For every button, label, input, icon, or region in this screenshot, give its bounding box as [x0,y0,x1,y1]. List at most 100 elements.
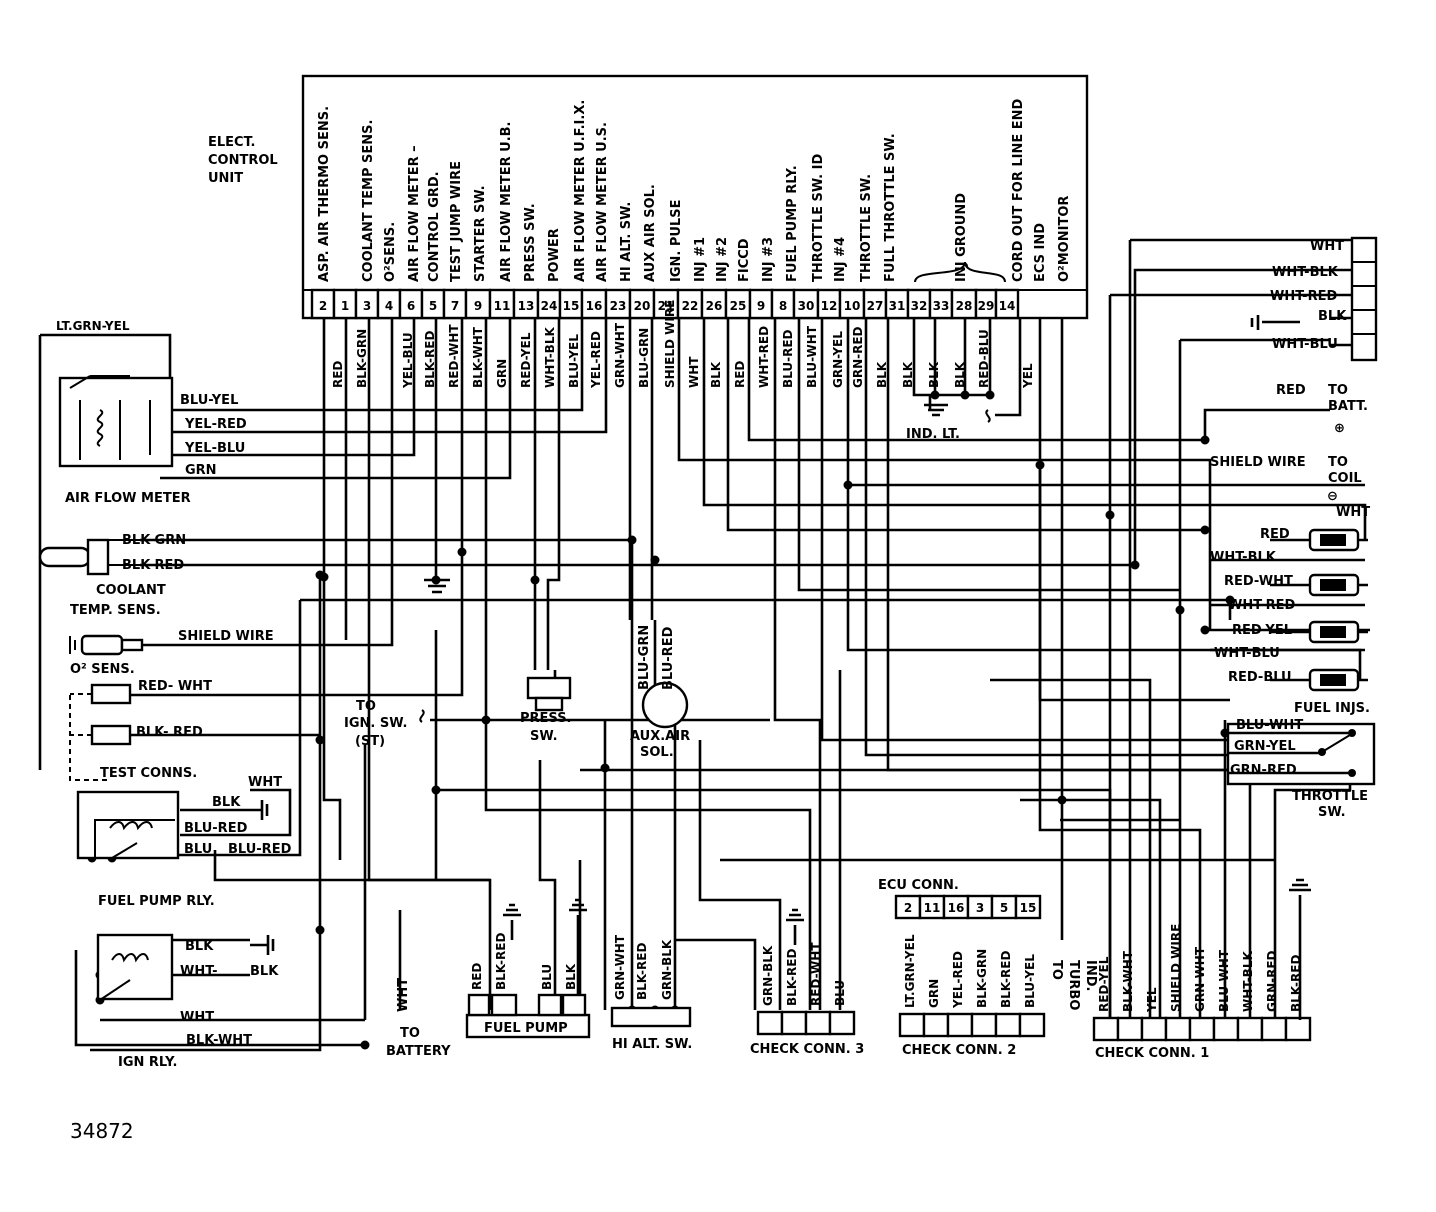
battery-plus: RED TO BATT. ⊕ [1276,383,1368,436]
throttle-wire-3: GRN-RED [1230,763,1297,778]
throttle-wire-2: GRN-YEL [1234,739,1296,754]
ecu-pin-cell [994,288,1020,320]
ecu-pin-wire-label: WHT-RED [757,326,771,388]
fpr-wire-3: BLU-RED [184,821,248,836]
junction-dot [481,715,491,725]
ecu-pin-number: 27 [867,299,884,313]
hi-alt-switch: GRN-WHT BLK-RED GRN-BLK HI ALT. SW. [610,934,692,1052]
ecu-pin-wire-label: RED [331,361,345,388]
check-conn-1-label: CHECK CONN. 1 [1095,1046,1209,1061]
fuel-pump-wire-3: BLU [540,964,554,990]
ecu-pin-wire-label: GRN [495,359,509,388]
coolant-label-1: COOLANT [96,583,166,598]
check-conn-3-wire: BLU [833,980,847,1006]
ecu-function-label: ASP. AIR THERMO SENS. [317,106,332,282]
rc-wire-3: WHT-RED [1270,289,1337,304]
coil-line-1: TO [1328,455,1348,470]
ecu-pin-number: 23 [610,299,627,313]
check-conn-3-cell [828,1010,856,1036]
junction-dot [1200,625,1210,635]
ecu-pin-wire-label: BLU-RED [781,329,795,388]
ecu-pin-number: 9 [474,299,482,313]
ign-relay-wire-3: BLK [250,964,279,979]
ecu-pin-number: 31 [889,299,906,313]
batt-plus-line-1: TO [1328,383,1348,398]
ecu-pin-number: 20 [634,299,651,313]
ign-sw-line-2: IGN. SW. [344,716,407,731]
fpr-wire-2: BLK [212,795,241,810]
ecu-pin-wire-label: BLK-WHT [471,326,485,388]
ecu-function-label: INJ #3 [761,237,776,282]
inj-wire-8: RED-BLU [1228,670,1292,685]
ecu-pin-cell [792,288,820,320]
inj-wire-3: WHT-BLK [1210,550,1277,565]
junction-dot [930,390,940,400]
fuel-pump-label: FUEL PUMP [484,1021,568,1036]
check-conn-1-wire: SHIELD WIRE [1169,924,1183,1012]
ecu-pin-cell [628,288,656,320]
ecu-function-label: POWER [547,228,562,282]
ecu-pin-wire-label: GRN-WHT [613,322,627,388]
injector-core [1320,674,1346,686]
check-conn-1-wire: YEL [1145,987,1159,1013]
inj-wire-6: RED-YEL [1232,623,1292,638]
ecu-pin-cell [652,288,680,320]
junction-dot [650,555,660,565]
ecu-pin-number: 7 [451,299,459,313]
junction-dot [315,570,325,580]
ign-relay-wire-1: BLK [185,939,214,954]
ecu-function-label: INJ #2 [715,237,730,282]
throttle-label-1: THROTTLE [1292,789,1368,804]
ecu-pin-wire-label: RED [733,361,747,388]
throttle-label-2: SW. [1318,805,1346,820]
inj-wire-1: WHT [1336,505,1370,520]
junction-dot [1035,460,1045,470]
turbo-line-3: IND. [1083,960,1098,991]
ecu-function-label: AIR FLOW METER U.B. [499,122,514,283]
ecu-pin-wire-label: BLK [901,361,915,388]
ecu-function-label: PRESS SW. [523,203,538,282]
check-conn-1-cell [1140,1016,1168,1042]
ecu-function-label: TEST JUMP WIRE [449,161,464,282]
junction-dot [1175,605,1185,615]
fpr-wire-1: WHT [248,775,282,790]
ecu-title-1: ELECT. [208,135,255,150]
ecu-function-label: FULL THROTTLE SW. [883,133,898,282]
ind-lt: IND. LT. [906,395,991,442]
ecu-function-label: IGN. PULSE [669,200,684,282]
check-conn-2-cell [970,1012,998,1038]
test-conns-label: TEST CONNS. [100,766,197,781]
air-flow-meter: LT.GRN-YEL BLU-YEL YEL-RED YEL-BLU GRN A… [56,319,247,506]
ecu-function-label: FUEL PUMP RLY. [785,165,800,282]
check-conn-1-cell [1164,1016,1192,1042]
ecu-pin-number: 24 [541,299,558,313]
check-conn-3-cell [780,1010,808,1036]
inj-wire-7: WHT-BLU [1214,646,1280,661]
check-conn-3-wire: GRN-BLK [761,945,775,1006]
ecu-pin-number: 28 [956,299,973,313]
hi-alt-wire-2: BLK-RED [635,943,649,1000]
throttle-wire-1: BLU-WHT [1236,718,1303,733]
ecu-function-label: CORD OUT FOR LINE END [1011,98,1026,282]
ecu-pin-wire-label: YEL-RED [589,331,603,389]
rc-wire-4: BLK [1318,309,1347,324]
o2-wire: SHIELD WIRE [178,629,274,644]
check-conn-2-cell [1018,1012,1046,1038]
o2-label: O² SENS. [70,662,135,677]
ground-icon [424,578,450,594]
ecu-pin-wire-label: BLK [709,361,723,388]
ign-relay-wire-4: WHT [180,1010,214,1025]
ecu-function-label: AIR FLOW METER U.S. [595,122,610,282]
check-conn-1-cell [1236,1016,1264,1042]
injector-core [1320,534,1346,546]
ecu-pin-number: 4 [385,299,393,313]
afm-wire-2: YEL-RED [184,417,247,432]
ind-lt-label: IND. LT. [906,427,960,442]
ign-relay: BLK WHT- BLK WHT BLK-WHT IGN RLY. [74,933,365,1070]
ecu-conn-label: ECU CONN. [878,878,959,893]
check-conn-1-wire: BLK-WHT [1121,950,1135,1012]
ign-relay-label: IGN RLY. [118,1055,177,1070]
